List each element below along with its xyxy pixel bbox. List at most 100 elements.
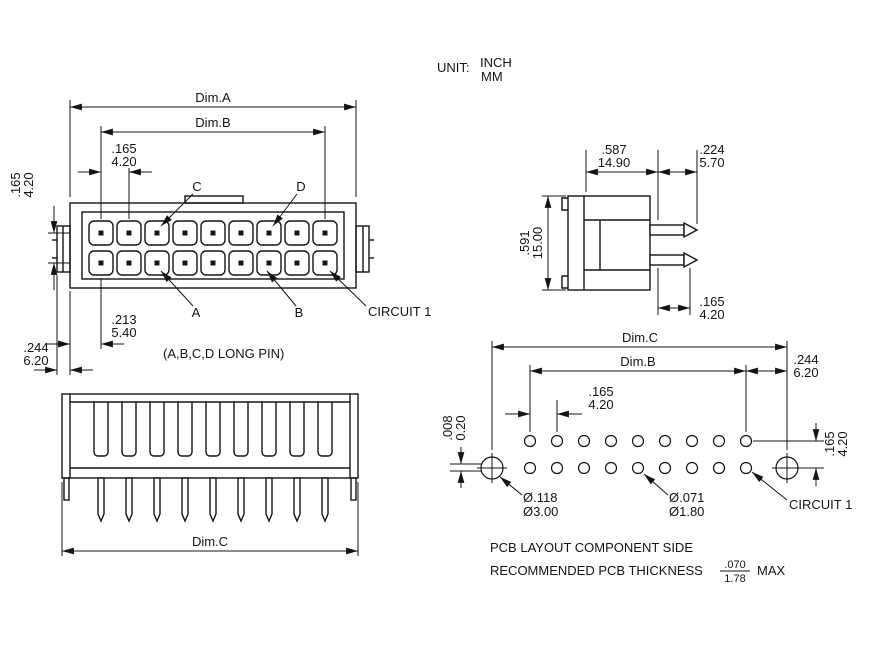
- pcb-circuit1-label: CIRCUIT 1: [789, 497, 852, 512]
- pcb-dim-row-pitch: .165 4.20: [753, 423, 850, 486]
- pin-cavity: [256, 220, 282, 246]
- pin-hole: [604, 461, 618, 475]
- solder-pin: [97, 477, 105, 522]
- pin-cavity: [172, 220, 198, 246]
- side-housing-outline: [567, 195, 651, 291]
- side-pin-bottom: [649, 254, 685, 266]
- pcb-end-inch: .244: [793, 352, 818, 367]
- side-dim-depth: .587 14.90: [585, 142, 659, 220]
- pin-cavity: [200, 220, 226, 246]
- cavity-wall: [233, 401, 249, 457]
- unit-inch: INCH: [480, 55, 512, 70]
- pcb-end-mm: 6.20: [793, 365, 818, 380]
- front-dim-edge: .213 5.40: [47, 279, 137, 375]
- pin-cavity: [312, 220, 338, 246]
- front-housing-inner: [81, 211, 345, 280]
- bottom-teeth: [93, 401, 333, 457]
- pin-hole: [658, 434, 672, 448]
- pcb-thickness-label: RECOMMENDED PCB THICKNESS: [490, 563, 703, 578]
- pcb-dim-c: Dim.C: [491, 330, 788, 450]
- front-dim-b-label: Dim.B: [195, 115, 230, 130]
- pin-label-d: D: [296, 179, 305, 194]
- pcb-dim-offset: .008 0.20: [440, 415, 481, 488]
- pin-label-a: A: [192, 305, 201, 320]
- bottom-dim-c: Dim.C: [61, 482, 359, 556]
- pcb-offset-inch: .008: [440, 415, 455, 440]
- pin-hole: [577, 434, 591, 448]
- pin-hole: [685, 434, 699, 448]
- unit-mm: MM: [481, 69, 503, 84]
- pin-cavity: [144, 250, 170, 276]
- pin-cavity: [172, 250, 198, 276]
- pin-label-b: B: [295, 305, 304, 320]
- pin-hole: [658, 461, 672, 475]
- pcb-layout: Dim.C Dim.B .244 6.20 .165 4.20: [440, 330, 852, 585]
- pcb-title: PCB LAYOUT COMPONENT SIDE: [490, 540, 693, 555]
- pin-label-c: C: [192, 179, 201, 194]
- solder-pin: [293, 477, 301, 522]
- solder-pin: [181, 477, 189, 522]
- pin-hole: [712, 434, 726, 448]
- pin-cavity: [228, 220, 254, 246]
- pcb-row-pitch-mm: 4.20: [835, 431, 850, 456]
- pin-hole: [523, 461, 537, 475]
- pcb-dim-b-label: Dim.B: [620, 354, 655, 369]
- pin-hole: [550, 434, 564, 448]
- unit-note: UNIT: INCH MM: [437, 55, 512, 84]
- front-housing: [52, 195, 374, 289]
- pin-hole: [631, 461, 645, 475]
- side-pinlen-mm: 5.70: [699, 155, 724, 170]
- small-hole-mm: Ø1.80: [669, 504, 704, 519]
- cavity-wall: [289, 401, 305, 457]
- pin-cavity: [88, 250, 114, 276]
- front-dim-a-label: Dim.A: [195, 90, 231, 105]
- pcb-holes: [477, 434, 802, 483]
- side-depth-mm: 14.90: [598, 155, 631, 170]
- pin-cavity: [284, 220, 310, 246]
- side-pin-top: [649, 224, 685, 236]
- pcb-thickness-inch: .070: [724, 559, 745, 571]
- pin-cavity: [116, 250, 142, 276]
- cavity-wall: [149, 401, 165, 457]
- cavity-wall: [177, 401, 193, 457]
- side-rowoffset-inch: .165: [699, 294, 724, 309]
- side-view: .587 14.90 .224 5.70 .591 15.00: [517, 142, 725, 322]
- side-depth-inch: .587: [601, 142, 626, 157]
- front-edge-inch: .213: [111, 312, 136, 327]
- solder-pin: [153, 477, 161, 522]
- pin-hole: [739, 461, 753, 475]
- front-circuit1-label: CIRCUIT 1: [368, 304, 431, 319]
- bottom-pins: [97, 477, 329, 522]
- pcb-callouts: Ø.118 Ø3.00 Ø.071 Ø1.80 CIRCUIT 1: [499, 471, 852, 519]
- pin-hole: [712, 461, 726, 475]
- pcb-thickness-max: MAX: [757, 563, 786, 578]
- front-pin-grid: [88, 220, 338, 276]
- solder-pin: [265, 477, 273, 522]
- polarization-tab: [184, 195, 244, 204]
- side-dim-pin-length: .224 5.70: [658, 142, 725, 224]
- bottom-dim-c-label: Dim.C: [192, 534, 228, 549]
- side-dim-height: .591 15.00: [517, 195, 566, 291]
- big-hole-mm: Ø3.00: [523, 504, 558, 519]
- pcb-row-pitch-inch: .165: [822, 431, 837, 456]
- side-dim-row-offset: .165 4.20: [657, 268, 725, 322]
- pin-hole: [550, 461, 564, 475]
- pcb-dim-c-label: Dim.C: [622, 330, 658, 345]
- cavity-wall: [121, 401, 137, 457]
- small-hole-inch: Ø.071: [669, 490, 704, 505]
- front-pitch-mm: 4.20: [111, 154, 136, 169]
- front-callouts: C D A B CIRCUIT 1 (A,B,C,D LONG PIN): [160, 179, 431, 361]
- pcb-offset-mm: 0.20: [453, 415, 468, 440]
- solder-pin: [125, 477, 133, 522]
- pin-cavity: [312, 250, 338, 276]
- pcb-dim-b: Dim.B: [529, 354, 747, 432]
- side-height-mm: 15.00: [530, 227, 545, 260]
- pin-hole: [523, 434, 537, 448]
- front-pitch-inch: .165: [111, 141, 136, 156]
- pin-cavity: [88, 220, 114, 246]
- bottom-left-peg: [63, 477, 70, 501]
- side-pinlen-inch: .224: [699, 142, 724, 157]
- long-pin-note: (A,B,C,D LONG PIN): [163, 346, 284, 361]
